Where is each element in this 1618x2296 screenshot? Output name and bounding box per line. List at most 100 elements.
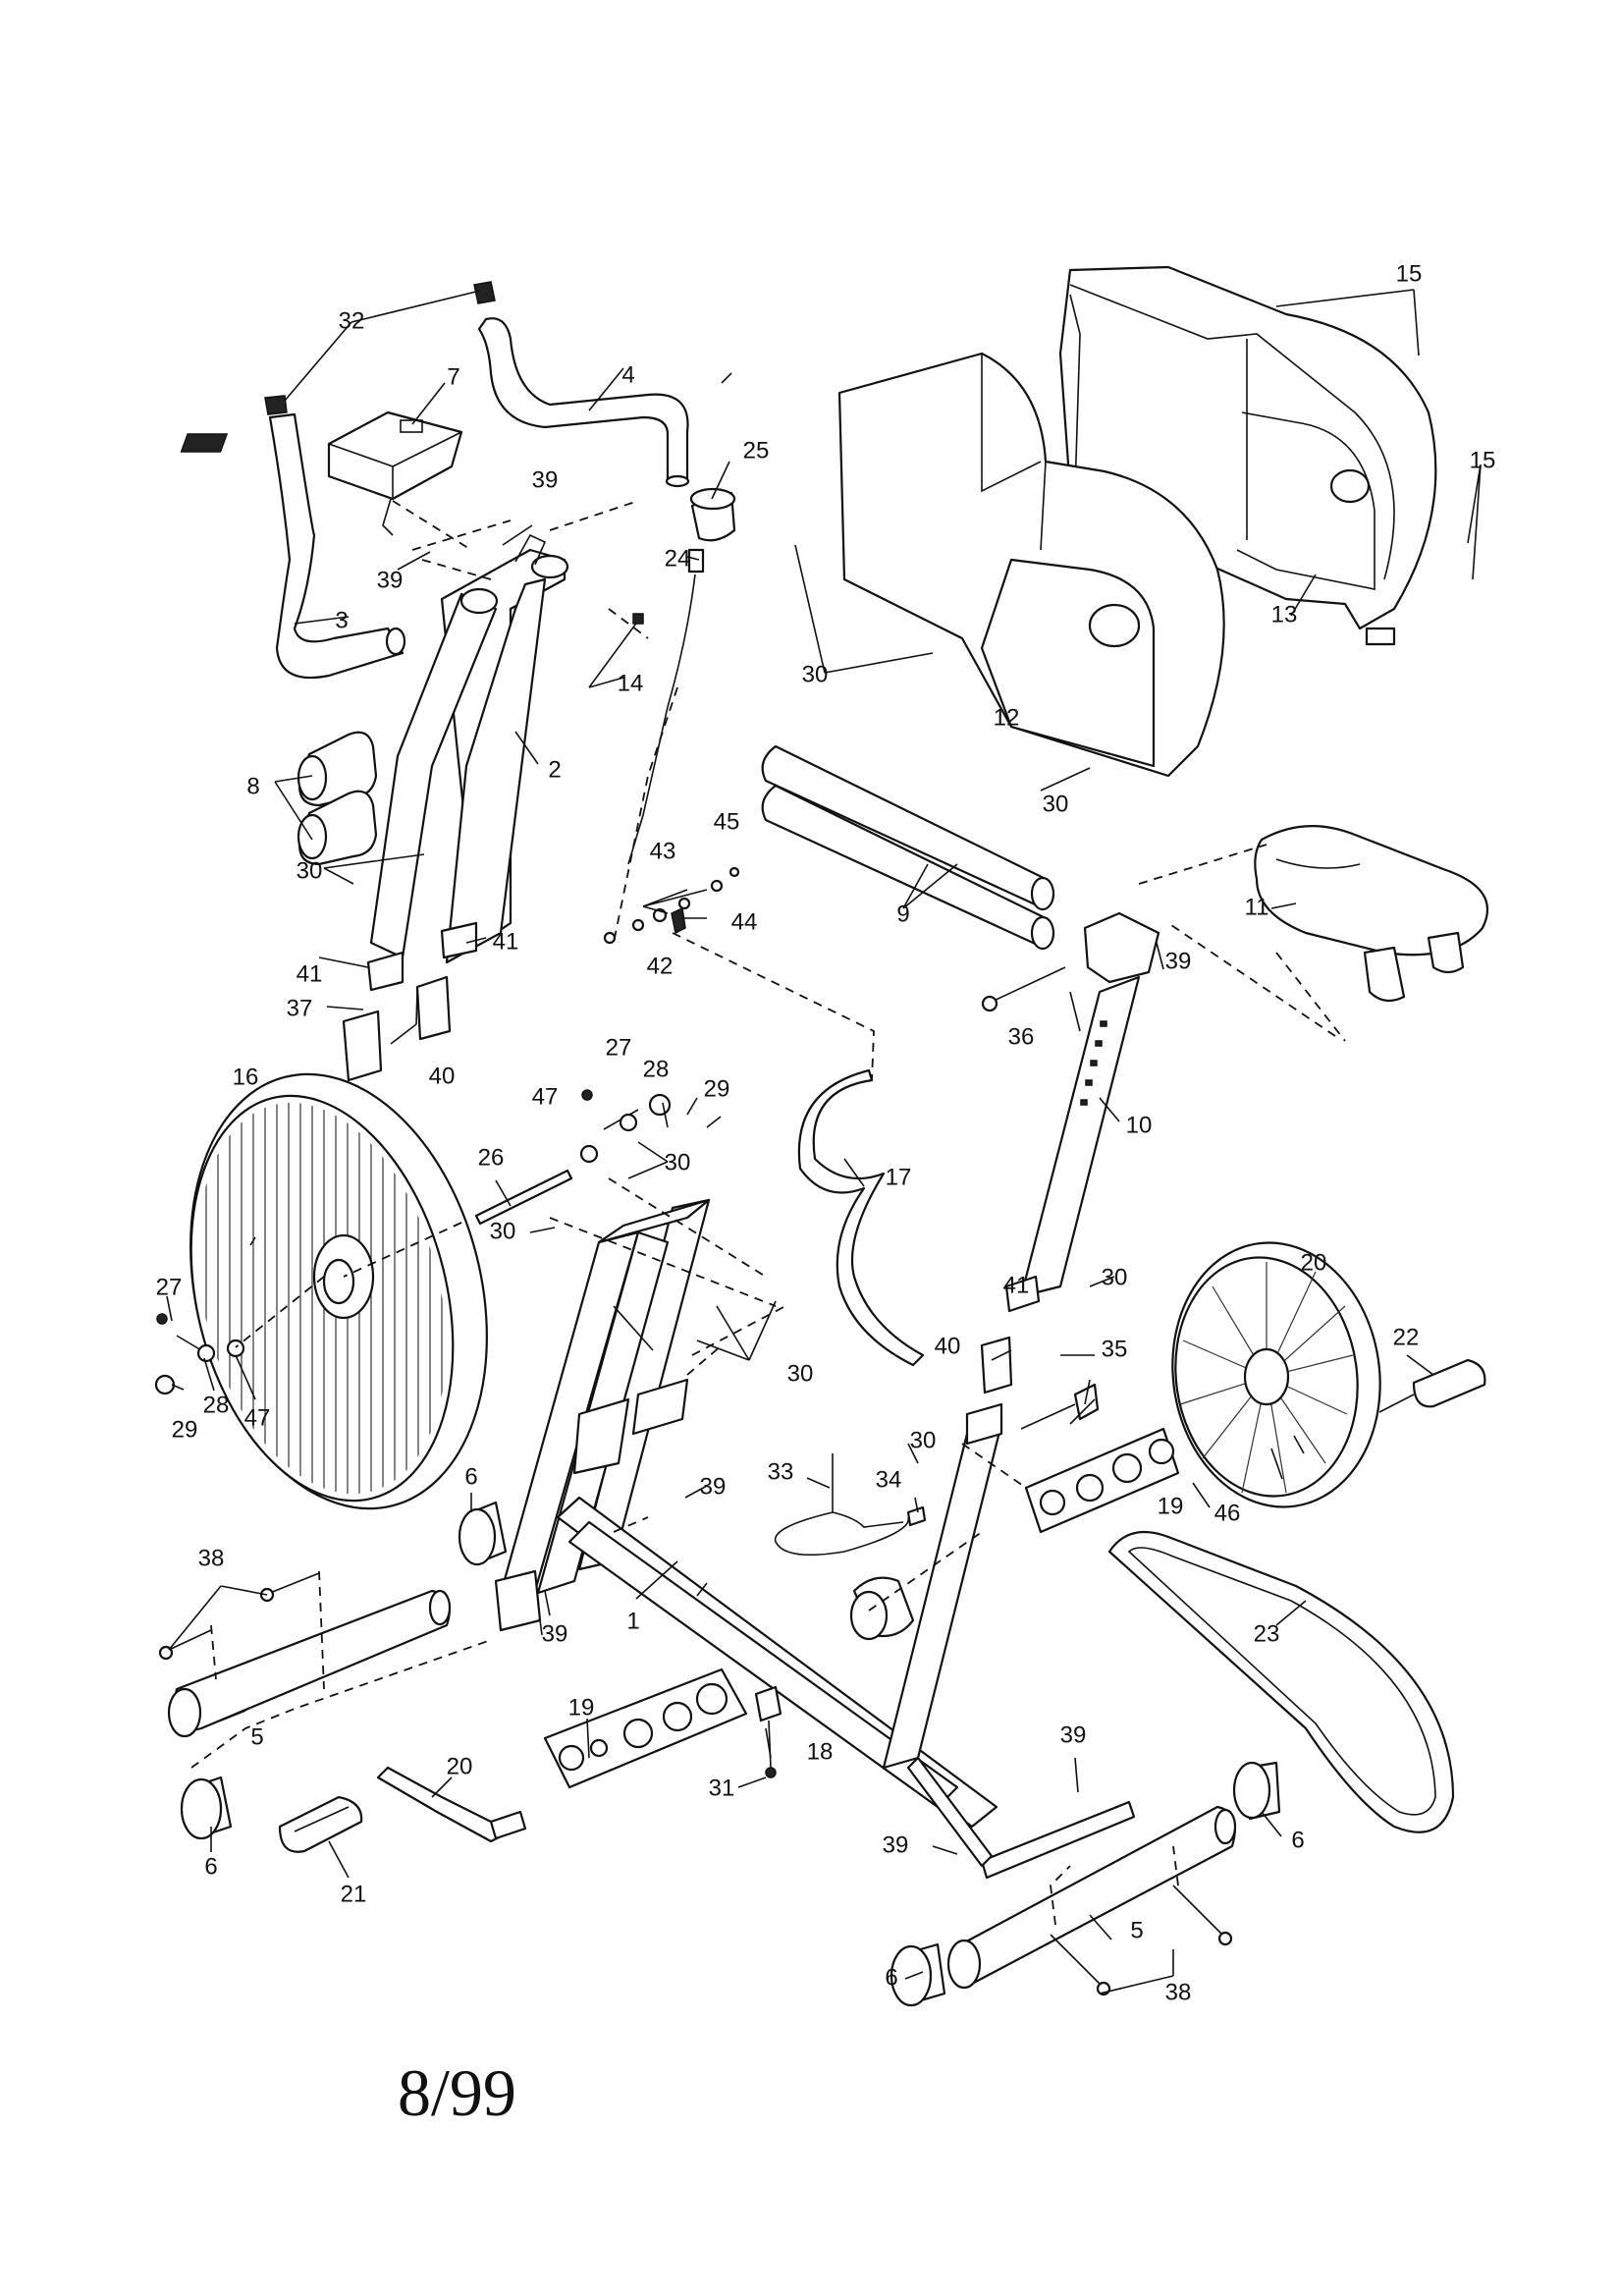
callout-35: 35 xyxy=(1102,1336,1128,1362)
pulley-20 xyxy=(1171,1241,1381,1508)
callout-41: 41 xyxy=(297,960,323,987)
callout-38: 38 xyxy=(1165,1979,1192,2005)
callout-44: 44 xyxy=(731,908,758,935)
console-7 xyxy=(180,410,463,536)
callout-8: 8 xyxy=(246,773,259,799)
tubes-9 xyxy=(761,744,1055,951)
dash-seat xyxy=(1138,844,1346,1042)
pedal-22 xyxy=(1378,1358,1486,1413)
handlebar-cap-32b xyxy=(264,395,288,415)
callout-30: 30 xyxy=(490,1218,516,1244)
wire-33 xyxy=(774,1453,910,1557)
callout-12: 12 xyxy=(994,704,1020,731)
callout-13: 13 xyxy=(1271,601,1298,628)
callout-27: 27 xyxy=(606,1034,632,1061)
sensor-34 xyxy=(906,1505,927,1527)
callout-28: 28 xyxy=(203,1392,230,1418)
callout-25: 25 xyxy=(743,437,770,464)
front-foot-tube-5 xyxy=(167,1589,452,1738)
belt-23 xyxy=(1107,1530,1455,1833)
handlebar-post-2 xyxy=(369,533,569,964)
end-cap-6a xyxy=(458,1501,508,1566)
callout-10: 10 xyxy=(1126,1112,1153,1138)
small-hardware-42-45 xyxy=(603,866,740,945)
bearing-set-19-right xyxy=(1024,1427,1180,1534)
seat-post-10 xyxy=(1019,911,1160,1298)
callout-33: 33 xyxy=(768,1458,794,1485)
callout-39: 39 xyxy=(542,1620,568,1647)
callout-32: 32 xyxy=(339,307,365,334)
callout-30: 30 xyxy=(802,661,829,687)
callout-4: 4 xyxy=(621,361,634,388)
brake-35 xyxy=(1020,1383,1100,1430)
callout-30: 30 xyxy=(910,1427,937,1453)
pedal-21 xyxy=(278,1795,363,1853)
right-shroud-13 xyxy=(1058,265,1437,646)
dash-axle xyxy=(235,1222,462,1348)
callout-41: 41 xyxy=(1003,1272,1030,1298)
callout-16: 16 xyxy=(233,1064,259,1090)
tension-cable-24 xyxy=(627,548,705,865)
callout-26: 26 xyxy=(478,1144,505,1171)
dash-console-post xyxy=(392,500,649,639)
callout-30: 30 xyxy=(787,1360,814,1387)
dash-cable xyxy=(613,686,875,1081)
callout-47: 47 xyxy=(532,1083,559,1110)
callout-14: 14 xyxy=(618,670,644,696)
callout-30: 30 xyxy=(665,1149,691,1175)
callout-30: 30 xyxy=(1043,791,1069,817)
callout-labels: 32 7 4 25 24 39 39 3 14 2 8 30 41 41 37 … xyxy=(156,260,1496,2005)
end-cap-6c xyxy=(1232,1761,1281,1821)
callout-46: 46 xyxy=(1214,1500,1241,1526)
strap-17 xyxy=(797,1068,925,1367)
end-cap-6b xyxy=(180,1776,233,1840)
dash-frame xyxy=(549,1177,1027,1612)
callout-39: 39 xyxy=(883,1831,909,1858)
foam-grip-8 xyxy=(297,731,378,866)
callout-6: 6 xyxy=(204,1853,217,1880)
callout-22: 22 xyxy=(1393,1324,1420,1350)
end-cap-6d xyxy=(890,1942,946,2007)
callout-43: 43 xyxy=(650,838,676,864)
callout-38: 38 xyxy=(198,1545,225,1571)
callout-7: 7 xyxy=(447,363,459,390)
callout-24: 24 xyxy=(665,545,691,572)
callout-3: 3 xyxy=(335,607,348,633)
callout-5: 5 xyxy=(1130,1917,1143,1943)
leader-lines xyxy=(166,289,1482,1995)
callout-18: 18 xyxy=(807,1738,834,1765)
main-frame-1 xyxy=(494,1198,1136,1880)
callout-30: 30 xyxy=(297,857,323,884)
seat-post-end-caps xyxy=(980,1275,1041,1394)
callout-28: 28 xyxy=(643,1056,670,1082)
revision-date: 8/99 xyxy=(398,2055,516,2130)
callout-15: 15 xyxy=(1396,260,1423,287)
bolts-38 xyxy=(158,1572,1233,1996)
callout-36: 36 xyxy=(1008,1023,1035,1050)
callout-40: 40 xyxy=(429,1063,456,1089)
callout-47: 47 xyxy=(244,1404,271,1431)
callout-27: 27 xyxy=(156,1274,183,1300)
seat-11 xyxy=(1254,825,1488,1003)
tension-knob-25 xyxy=(689,487,736,542)
axle-26 xyxy=(474,1089,672,1226)
bolt-14 xyxy=(588,613,644,688)
callout-21: 21 xyxy=(341,1881,367,1907)
callout-34: 34 xyxy=(876,1466,902,1493)
callout-5: 5 xyxy=(250,1723,263,1750)
callout-19: 19 xyxy=(1158,1493,1184,1519)
callout-20: 20 xyxy=(1301,1249,1327,1276)
callout-15: 15 xyxy=(1470,447,1496,473)
callout-41: 41 xyxy=(493,928,519,955)
callout-31: 31 xyxy=(709,1775,735,1801)
callout-39: 39 xyxy=(532,466,559,493)
callout-29: 29 xyxy=(172,1416,198,1443)
callout-6: 6 xyxy=(1291,1827,1304,1853)
bracket-18 xyxy=(754,1685,782,1778)
callout-9: 9 xyxy=(896,901,909,927)
handlebar-4 xyxy=(477,317,690,488)
crank-20-left xyxy=(376,1766,527,1843)
callout-40: 40 xyxy=(935,1333,961,1359)
post-end-caps xyxy=(342,921,478,1082)
bearing-set-19-left xyxy=(543,1667,748,1789)
